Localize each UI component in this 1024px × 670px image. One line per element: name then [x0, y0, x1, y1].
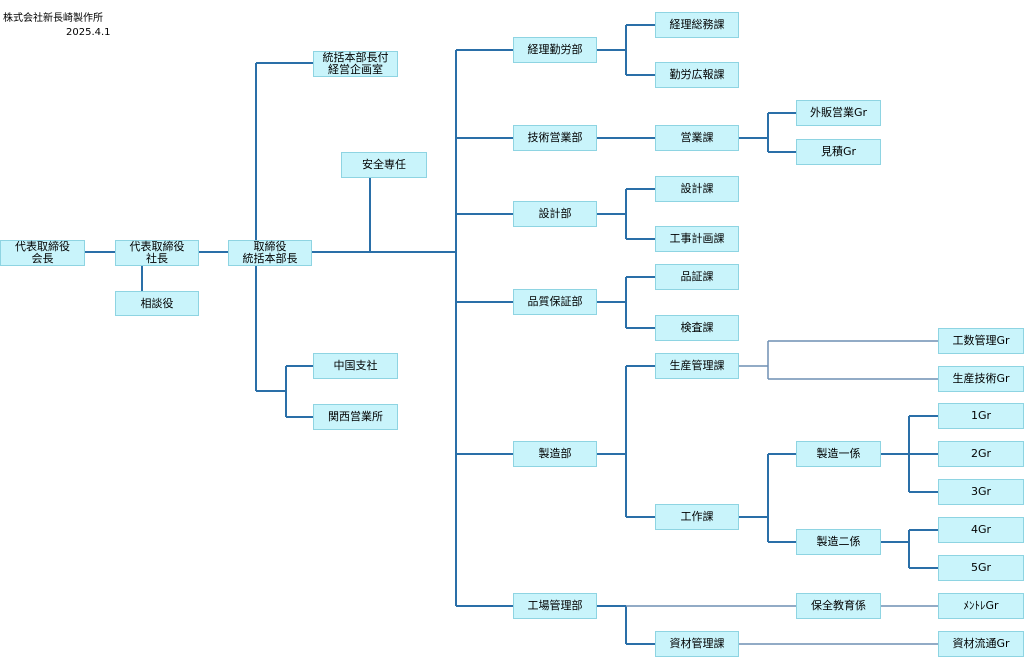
node-manufacturing: 製造部 [513, 441, 597, 467]
node-label: 品質保証部 [527, 295, 583, 308]
node-label: 保全教育係 [811, 599, 866, 612]
node-group-3: 3Gr [938, 479, 1024, 505]
node-maintenance: ﾒﾝﾄﾚGr [938, 593, 1024, 619]
node-safety: 安全専任 [341, 152, 427, 178]
node-label: 外販営業Gr [809, 106, 868, 119]
node-tech-sales: 技術営業部 [513, 125, 597, 151]
node-materials: 資材管理課 [655, 631, 739, 657]
node-plant: 工場管理部 [513, 593, 597, 619]
node-label: 1Gr [970, 409, 992, 422]
node-mfg-1: 製造一係 [796, 441, 881, 467]
node-group-4: 4Gr [938, 517, 1024, 543]
node-planning: 統括本部長付 経営企画室 [313, 51, 398, 77]
node-group-1: 1Gr [938, 403, 1024, 429]
node-prod-tech: 生産技術Gr [938, 366, 1024, 392]
node-safety-education: 保全教育係 [796, 593, 881, 619]
node-label: 設計課 [680, 182, 714, 195]
node-label: 設計部 [538, 207, 572, 220]
node-label: 工作課 [680, 510, 714, 523]
node-labor-pr: 勤労広報課 [655, 62, 739, 88]
node-qa-section: 品証課 [655, 264, 739, 290]
node-label: 2Gr [970, 447, 992, 460]
node-label: 製造一係 [816, 447, 861, 460]
node-sales-section: 営業課 [655, 125, 739, 151]
node-label: 相談役 [140, 296, 174, 310]
node-label: 工場管理部 [527, 599, 583, 612]
node-label: 中国支社 [333, 359, 378, 372]
issue-date: 2025.4.1 [66, 27, 111, 38]
node-kansai: 関西営業所 [313, 404, 398, 430]
node-label: 3Gr [970, 485, 992, 498]
node-chugoku: 中国支社 [313, 353, 398, 379]
node-label: 5Gr [970, 561, 992, 574]
node-label: 関西営業所 [328, 410, 383, 423]
node-general-affairs: 経理総務課 [655, 12, 739, 38]
node-label: 経理総務課 [669, 18, 725, 31]
node-label: 資材流通Gr [952, 637, 1010, 650]
node-construction-plan: 工事計画課 [655, 226, 739, 252]
node-label: 資材管理課 [669, 637, 725, 650]
node-label: 経理勤労部 [527, 43, 583, 56]
node-director: 取締役 統括本部長 [228, 240, 312, 266]
node-group-2: 2Gr [938, 441, 1024, 467]
node-label: 生産管理課 [669, 359, 725, 372]
node-label: 工事計画課 [669, 232, 725, 245]
node-mfg-2: 製造二係 [796, 529, 881, 555]
node-label: 見積Gr [820, 145, 857, 158]
node-label: 製造二係 [816, 535, 861, 548]
node-label: 勤労広報課 [669, 68, 725, 81]
node-logistics: 資材流通Gr [938, 631, 1024, 657]
node-label: 4Gr [970, 523, 992, 536]
node-label: 安全専任 [362, 158, 406, 171]
node-label: 生産技術Gr [952, 372, 1010, 385]
node-qa: 品質保証部 [513, 289, 597, 315]
node-works: 工作課 [655, 504, 739, 530]
node-label: 品証課 [680, 270, 714, 283]
node-label: 工数管理Gr [952, 334, 1010, 347]
node-design-section: 設計課 [655, 176, 739, 202]
node-accounting: 経理勤労部 [513, 37, 597, 63]
node-label: 統括本部長付 経営企画室 [322, 51, 389, 76]
node-label: 取締役 統括本部長 [242, 240, 298, 265]
node-advisor: 相談役 [115, 291, 199, 316]
node-outside-sales: 外販営業Gr [796, 100, 881, 126]
node-label: 技術営業部 [527, 131, 583, 144]
node-estimate: 見積Gr [796, 139, 881, 165]
node-label: 代表取締役 社長 [129, 240, 185, 265]
node-label: ﾒﾝﾄﾚGr [963, 599, 999, 612]
node-group-5: 5Gr [938, 555, 1024, 581]
node-manhour: 工数管理Gr [938, 328, 1024, 354]
company-name: 株式会社新長崎製作所 [3, 13, 103, 24]
node-president: 代表取締役 社長 [115, 240, 199, 266]
node-chairman: 代表取締役 会長 [0, 240, 85, 266]
node-label: 代表取締役 会長 [15, 240, 70, 265]
node-label: 営業課 [680, 131, 714, 144]
node-label: 製造部 [538, 447, 572, 460]
node-inspection: 検査課 [655, 315, 739, 341]
node-design: 設計部 [513, 201, 597, 227]
node-production-mgmt: 生産管理課 [655, 353, 739, 379]
node-label: 検査課 [680, 321, 714, 334]
